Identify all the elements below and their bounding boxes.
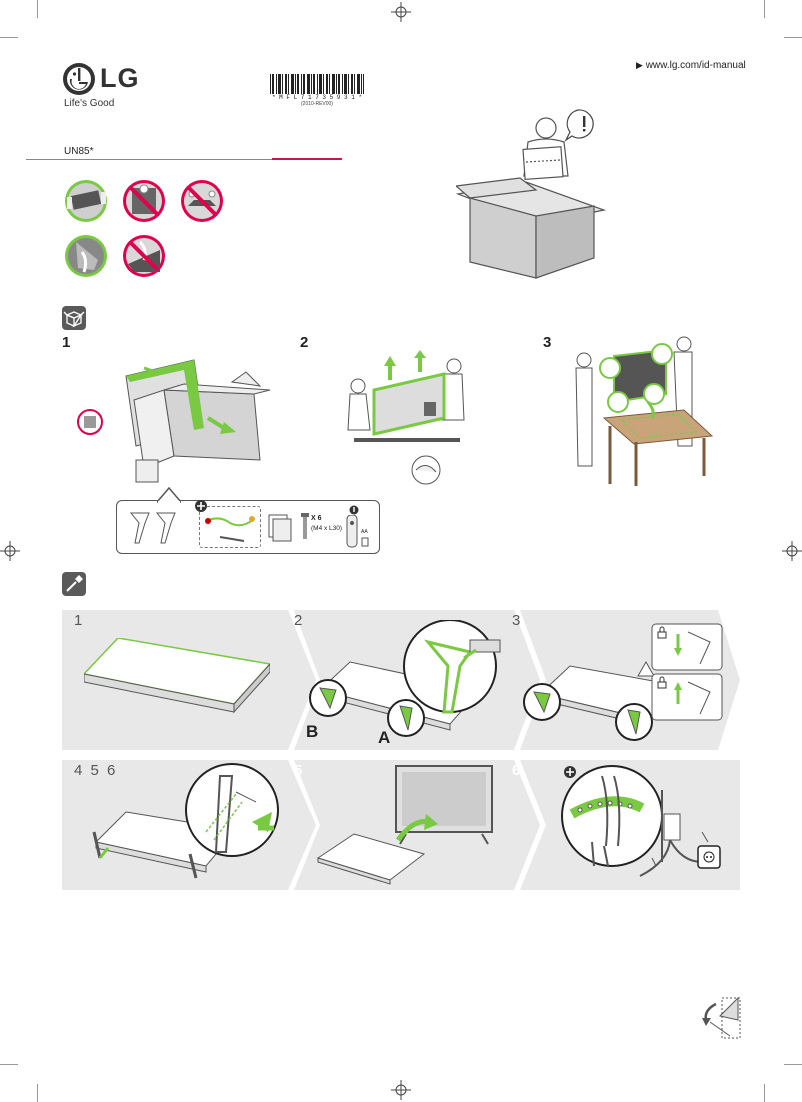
logo-text: LG <box>100 63 140 93</box>
stand-label-a: A <box>378 728 391 747</box>
screw-icon <box>301 513 309 539</box>
optional-cables-group <box>195 500 261 548</box>
crop-mark <box>784 1064 802 1065</box>
assembly-step-number: 4 5 6 <box>74 762 118 779</box>
stand-attach-illustration <box>309 620 501 737</box>
crop-mark <box>764 0 765 18</box>
screw-size: (M4 x L30) <box>311 525 343 532</box>
cable-icon <box>205 516 255 542</box>
cable-management-illustration <box>561 765 721 877</box>
remote-control-icon <box>346 515 358 548</box>
tv-facedown-illustration <box>84 638 270 714</box>
plus-circle-icon <box>195 500 207 512</box>
info-icon <box>349 505 359 515</box>
play-arrow-icon: ▶ <box>636 60 643 70</box>
hand-detail-icon <box>411 455 441 485</box>
barcode-revision: (2010-REV00) <box>301 101 333 107</box>
crop-mark <box>0 37 18 38</box>
lg-logo: LG Life's Good <box>62 62 152 112</box>
lg-face-icon <box>63 63 95 95</box>
handling-icons <box>64 180 229 280</box>
unpack-step-number: 2 <box>300 334 309 351</box>
barcode-bars <box>270 74 364 94</box>
connector-detail-icon <box>77 409 103 435</box>
stand-label-b: B <box>306 722 319 741</box>
registration-mark-icon <box>391 2 411 22</box>
registration-mark-icon <box>782 541 802 561</box>
assembly-step-number: 1 <box>74 612 83 629</box>
box-open-icon <box>62 306 86 330</box>
battery-icon <box>361 537 369 547</box>
person-box-illustration <box>456 106 606 280</box>
handling-prohibited-icon <box>123 180 165 222</box>
crop-mark <box>0 1064 18 1065</box>
lock-icon <box>657 676 667 689</box>
components-callout: X 6 (M4 x L30) AA <box>116 487 380 554</box>
stand-icon <box>129 512 176 544</box>
power-outlet-icon <box>697 845 721 869</box>
plus-circle-icon <box>564 766 576 778</box>
warning-bubble-icon <box>564 109 594 142</box>
manual-link[interactable]: ▶ www.lg.com/id-manual <box>636 60 746 71</box>
assembly-step-number: 5 <box>294 762 303 779</box>
assembly-step-number: 6 <box>512 762 521 779</box>
crop-mark <box>37 1084 38 1102</box>
handling-prohibited-icon <box>181 180 223 222</box>
unpack-step-number: 1 <box>62 334 71 351</box>
battery-label: AA <box>361 529 368 535</box>
handling-correct-icon <box>65 180 107 222</box>
unpack-step1-illustration <box>74 356 274 490</box>
assembly-step-number: 3 <box>512 612 521 629</box>
warning-triangle-icon <box>637 660 655 677</box>
manual-link-text: www.lg.com/id-manual <box>645 60 746 71</box>
crop-mark <box>764 1084 765 1102</box>
page-turn-icon <box>702 996 741 1039</box>
barcode-code: * M F L 7 1 7 3 5 9 3 1 * <box>271 94 362 101</box>
tagline: Life's Good <box>64 98 115 109</box>
registration-mark-icon <box>0 541 20 561</box>
crop-mark <box>784 37 802 38</box>
model-name: UN85* <box>64 146 94 157</box>
unpack-step-number: 3 <box>543 334 552 351</box>
lock-icon <box>657 626 667 639</box>
screw-count: X 6 <box>311 515 322 522</box>
tv-lift-illustration <box>316 765 493 885</box>
assembly-step-number: 2 <box>294 612 303 629</box>
crop-mark <box>37 0 38 18</box>
registration-mark-icon <box>391 1080 411 1100</box>
handling-correct-icon <box>65 235 107 277</box>
unpack-step3-illustration <box>574 336 720 486</box>
barcode: * M F L 7 1 7 3 5 9 3 1 * (2010-REV00) <box>270 74 364 110</box>
screw-fasten-illustration <box>92 763 279 879</box>
screwdriver-icon <box>62 572 86 596</box>
handling-prohibited-icon <box>123 235 165 277</box>
model-divider-red <box>272 158 342 160</box>
stand-lock-illustration <box>523 623 723 741</box>
unpack-step2-illustration <box>344 350 466 486</box>
model-divider-gray <box>26 159 272 160</box>
manual-booklet-icon <box>268 514 292 542</box>
